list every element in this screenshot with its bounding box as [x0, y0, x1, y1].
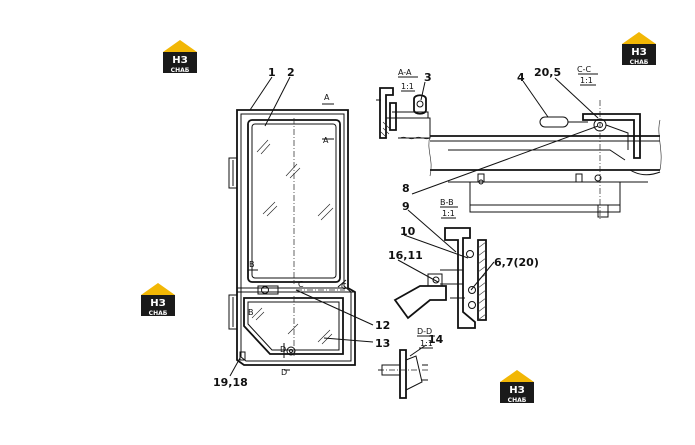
section-bb-scale: 1:1 [442, 209, 455, 218]
section-mark-d-top: D [280, 345, 286, 354]
callout-20-5: 20,5 [534, 66, 561, 79]
callout-4: 4 [517, 71, 525, 84]
callout-14: 14 [428, 333, 444, 346]
callout-8: 8 [402, 182, 410, 195]
door-front-view [228, 103, 356, 371]
section-dd-scale: 1:1 [420, 339, 433, 348]
watermark-logo-top-left: НЗ СНАБ [163, 40, 197, 74]
section-mark-c2: C [341, 282, 347, 291]
watermark-logo-bottom-right: НЗ СНАБ [500, 370, 534, 404]
section-aa-scale: 1:1 [401, 82, 414, 91]
logo-text-bottom: СНАБ [508, 397, 527, 404]
section-mark-a-side: A [323, 136, 329, 145]
callout-12: 12 [375, 319, 390, 332]
section-bb-title: B-B [440, 198, 454, 207]
section-dd-title: D-D [417, 327, 432, 336]
section-aa-title: A-A [398, 68, 412, 77]
callout-10: 10 [400, 225, 416, 238]
callout-16-11: 16,11 [388, 249, 423, 262]
section-b-b-view [393, 206, 487, 329]
section-mark-b-left: B [249, 260, 255, 269]
logo-text-bottom: СНАБ [630, 59, 649, 66]
logo-text-bottom: СНАБ [171, 67, 190, 74]
section-mark-b-right: B [248, 308, 254, 317]
callout-19-18: 19,18 [213, 376, 248, 389]
callout-2: 2 [287, 66, 295, 79]
section-mark-a-top: A [324, 93, 330, 102]
section-c-c-view [428, 73, 662, 220]
callout-9: 9 [402, 200, 410, 213]
logo-text-top: НЗ [172, 55, 187, 66]
leader-lines [229, 76, 599, 377]
logo-text-top: НЗ [150, 298, 165, 309]
section-cc-scale: 1:1 [580, 76, 593, 85]
logo-text-top: НЗ [631, 47, 646, 58]
callout-13: 13 [375, 337, 390, 350]
logo-text-top: НЗ [509, 385, 524, 396]
watermark-logo-top-right: НЗ СНАБ [622, 32, 656, 66]
callout-6-7-20: 6,7(20) [494, 256, 539, 269]
section-cc-title: C-C [577, 65, 591, 74]
section-mark-c: C [298, 280, 304, 289]
logo-text-bottom: СНАБ [149, 310, 168, 317]
section-mark-d-bottom: D [281, 368, 287, 377]
callout-1: 1 [268, 66, 276, 79]
watermark-logo-mid-left: НЗ СНАБ [141, 283, 175, 317]
callout-3: 3 [424, 71, 432, 84]
section-a-a-view [376, 76, 431, 140]
